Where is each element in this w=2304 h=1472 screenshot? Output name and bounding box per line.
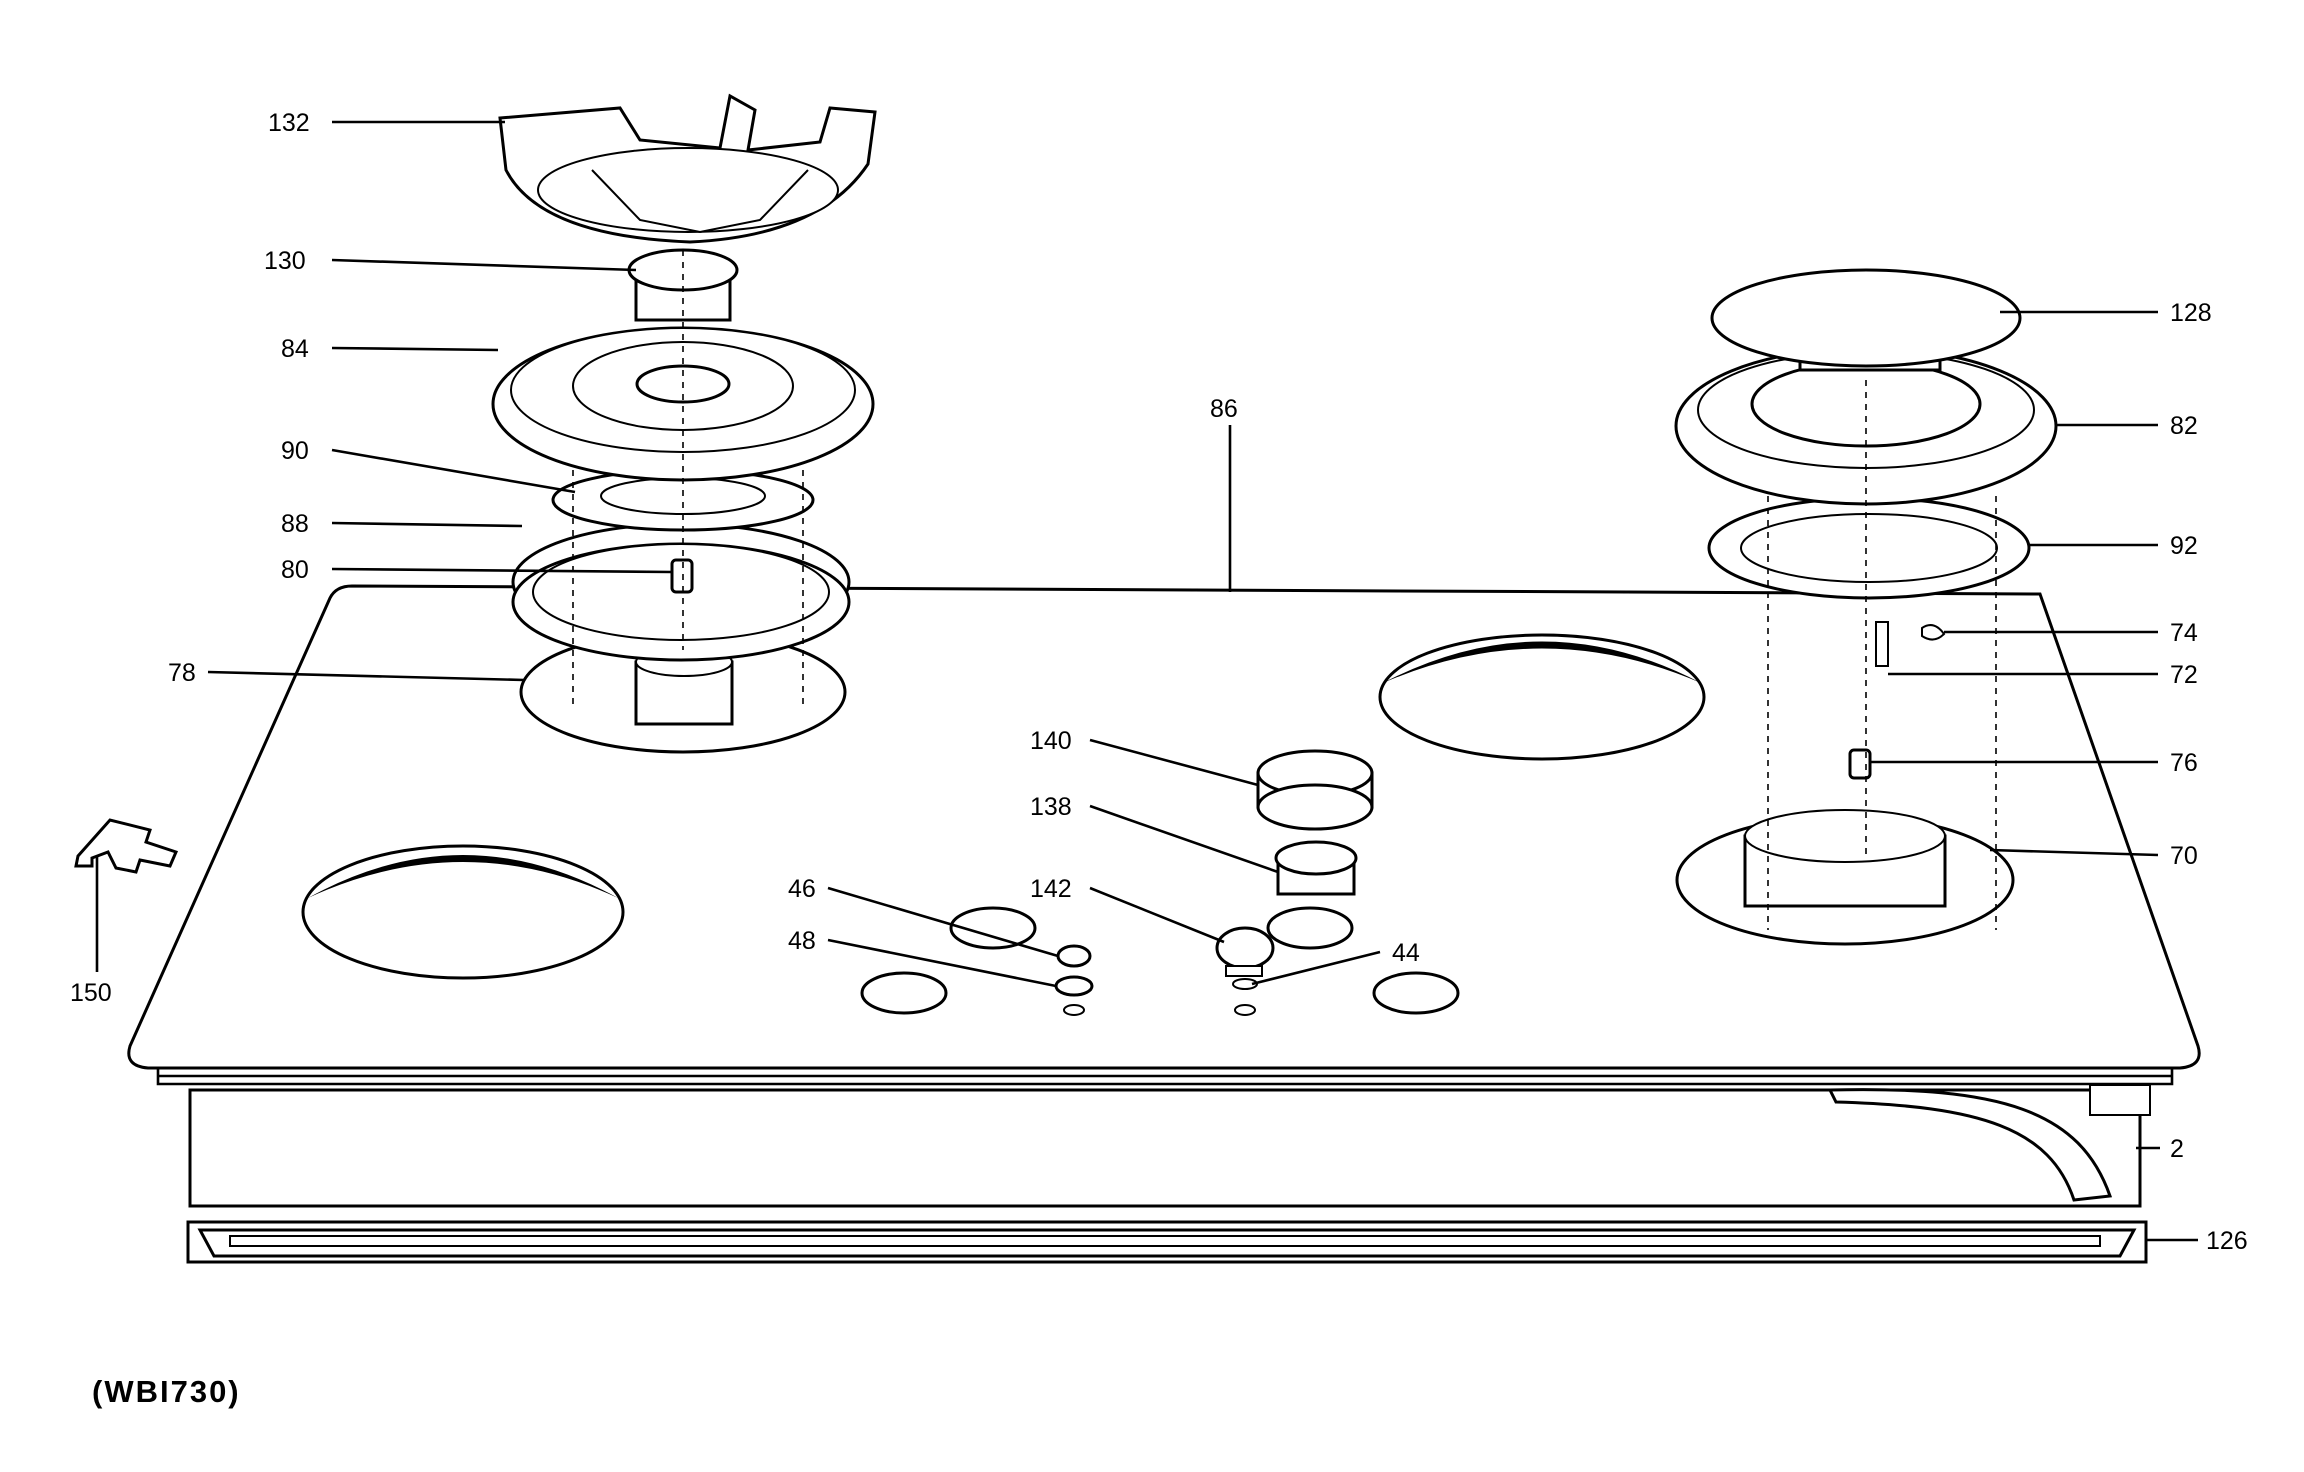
callout-138: 138 [1030, 793, 1072, 821]
callout-128: 128 [2170, 299, 2212, 327]
callout-130: 130 [264, 247, 306, 275]
callout-46: 46 [788, 875, 816, 903]
leader-lines [95, 120, 2198, 1242]
callout-142: 142 [1030, 875, 1072, 903]
callout-132: 132 [268, 109, 310, 137]
left-burner-base [519, 630, 847, 754]
front-panel [188, 1084, 2151, 1208]
callout-92: 92 [2170, 532, 2198, 560]
nut-and-washer [1054, 944, 1094, 1016]
plate-holes [301, 633, 1706, 1015]
right-injector [1848, 748, 1872, 780]
callout-150: 150 [70, 979, 112, 1007]
left-injector [670, 558, 694, 594]
callout-44: 44 [1392, 939, 1420, 967]
callout-140: 140 [1030, 727, 1072, 755]
base-frame [186, 1220, 2148, 1264]
right-burner-cap [1710, 268, 2022, 372]
callout-78: 78 [168, 659, 196, 687]
callout-84: 84 [281, 335, 309, 363]
left-alignment-lines [572, 250, 804, 708]
right-alignment-lines [1767, 380, 1997, 930]
callout-labels: 132 130 84 90 88 80 78 150 86 128 82 92 … [70, 109, 2248, 1255]
clip-bracket [74, 818, 179, 874]
callout-2: 2 [2170, 1135, 2184, 1163]
diagram-reference-code: (WBI730) [92, 1374, 241, 1409]
callout-88: 88 [281, 510, 309, 538]
callout-80: 80 [281, 556, 309, 584]
center-bezel [1274, 840, 1358, 896]
callout-76: 76 [2170, 749, 2198, 777]
left-burner-cap [627, 248, 739, 322]
callout-126: 126 [2206, 1227, 2248, 1255]
center-knob [1256, 749, 1374, 831]
callout-70: 70 [2170, 842, 2198, 870]
callout-72: 72 [2170, 661, 2198, 689]
callout-90: 90 [281, 437, 309, 465]
right-gasket [1707, 496, 2031, 600]
pan-support-grid [498, 93, 877, 244]
callout-82: 82 [2170, 412, 2198, 440]
right-electrode [1875, 621, 1946, 667]
callout-74: 74 [2170, 619, 2198, 647]
right-burner-base [1675, 809, 2015, 946]
small-knob [1215, 926, 1275, 1016]
callout-86: 86 [1210, 395, 1238, 423]
callout-48: 48 [788, 927, 816, 955]
